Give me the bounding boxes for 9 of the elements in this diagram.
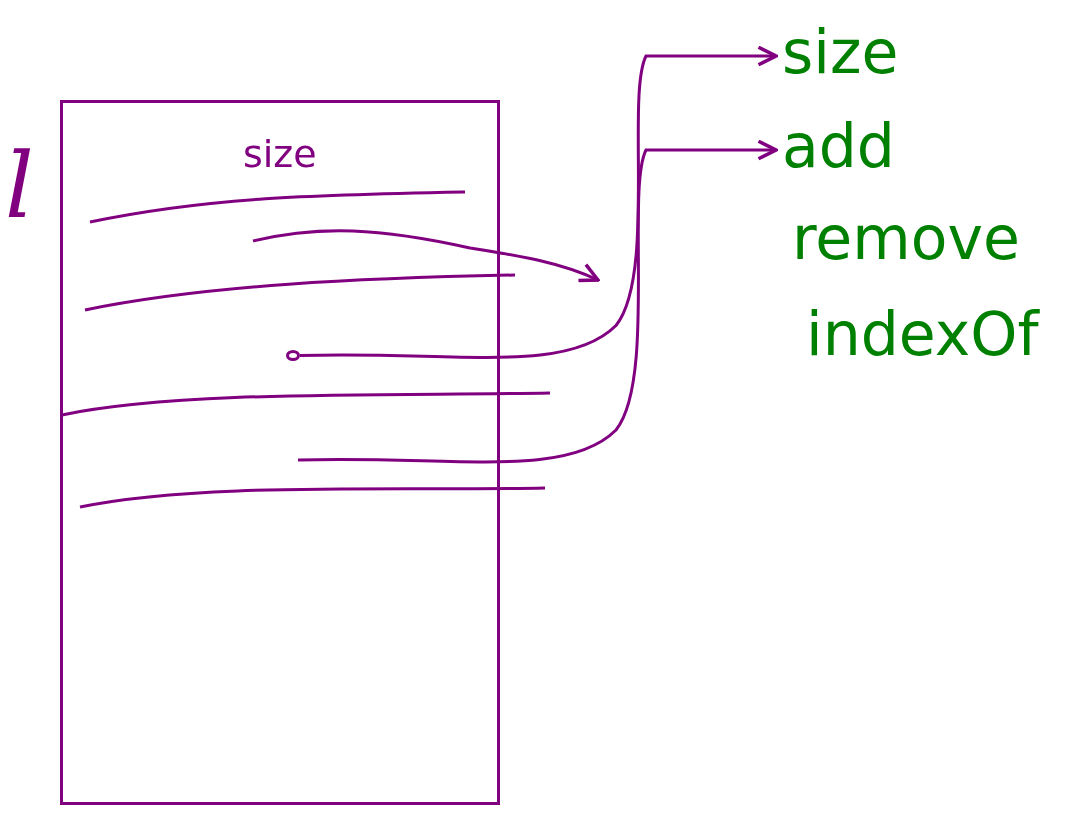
method-name: remove	[786, 204, 1016, 280]
arrow	[299, 45, 778, 359]
field-label: size	[243, 135, 317, 173]
method-name: indexOf	[800, 300, 1060, 380]
list-name: l	[5, 141, 34, 231]
arrow	[297, 139, 778, 464]
method-name: add	[776, 112, 926, 188]
pointer-dot	[286, 350, 300, 361]
method-name: size	[776, 18, 946, 94]
